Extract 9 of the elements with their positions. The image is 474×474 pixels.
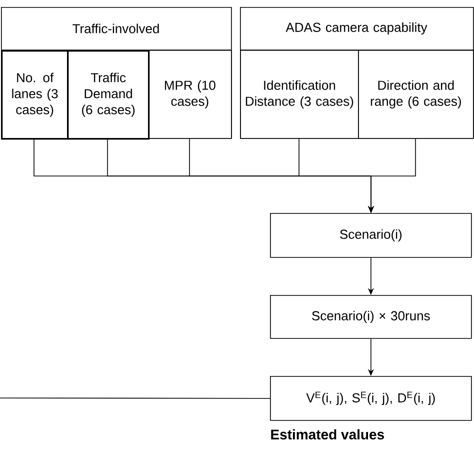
process-box: Identification Distance (3 cases) <box>240 50 359 139</box>
node-label: Estimated values <box>271 429 384 440</box>
process-box: Direction and range (6 cases) <box>358 50 474 139</box>
process-box: Scenario(i) <box>270 213 472 258</box>
process-box: Scenario(i) × 30runs <box>270 295 472 339</box>
process-box: Traffic Demand (6 cases) <box>67 50 150 140</box>
process-box: No. of lanes (3 cases) <box>1 50 69 140</box>
process-box: MPR (10 cases) <box>148 50 232 139</box>
process-box: V$^{E}$(i, j), S$^{E}$(i, j), D$^{E}$(i, j) <box>270 376 472 421</box>
